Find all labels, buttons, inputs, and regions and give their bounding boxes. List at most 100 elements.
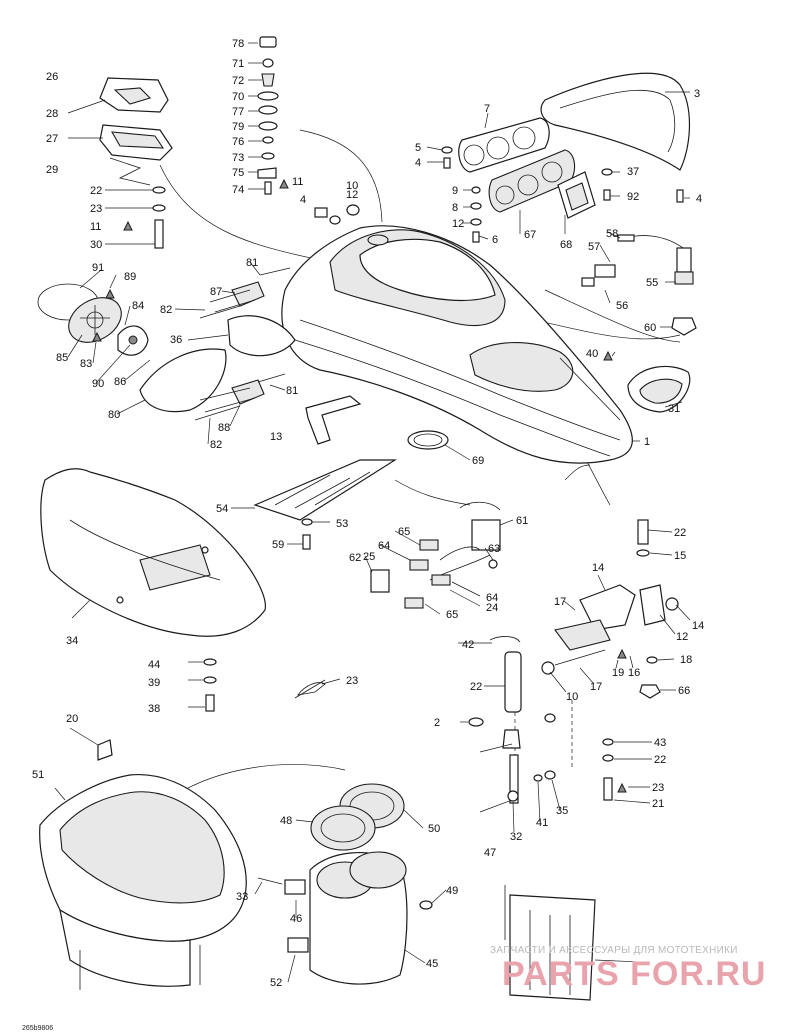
callout-3: 3 (694, 88, 700, 100)
bolt-81a (259, 267, 291, 276)
callout-70: 70 (232, 91, 244, 103)
tool-kit-52 (504, 885, 596, 1001)
curve-cap-to-hull (299, 129, 383, 223)
panel-38 (40, 468, 266, 637)
bolt-24 (637, 519, 649, 545)
mirror-80 (139, 348, 227, 413)
callout-76: 76 (232, 136, 244, 148)
hull-line-1 (299, 319, 621, 441)
part-72 (261, 73, 275, 87)
hull-filler-hole (367, 234, 389, 246)
cap-stack (257, 36, 289, 195)
curve-gauge-to-housing (544, 289, 681, 343)
callout-23: 23 (346, 675, 358, 687)
leader-lines (54, 42, 691, 983)
rod-16 (554, 649, 606, 666)
part-76 (262, 136, 274, 144)
watermark-brand: PARTS FOR.RU (502, 955, 766, 993)
callout-22: 22 (90, 185, 102, 197)
callout-23: 23 (652, 782, 664, 794)
connector-63 (370, 569, 390, 593)
callout-44: 44 (148, 659, 160, 671)
callout-39: 39 (148, 677, 160, 689)
callout-65: 65 (398, 526, 410, 538)
connector-56 (594, 264, 616, 278)
arm-14b (639, 584, 666, 626)
callout-13: 13 (270, 431, 282, 443)
callout-34: 34 (66, 635, 78, 647)
callout-69: 69 (472, 455, 484, 467)
callout-45: 45 (426, 958, 438, 970)
callout-19: 19 (612, 667, 624, 679)
hull-footwell-cover (469, 342, 574, 392)
callout-2: 2 (434, 717, 440, 729)
callout-52: 52 (270, 977, 282, 989)
callout-63: 63 (488, 543, 500, 555)
callout-57: 57 (588, 241, 600, 253)
hull-windshield-area (359, 238, 496, 302)
clip-2 (294, 679, 326, 699)
callout-46: 46 (290, 913, 302, 925)
callout-65: 65 (446, 609, 458, 621)
callout-17: 17 (590, 681, 602, 693)
callout-4: 4 (696, 193, 702, 205)
lock-assembly (99, 77, 173, 249)
callout-49: 49 (446, 885, 458, 897)
bolt-81b (257, 373, 286, 383)
drop-11b (279, 178, 289, 189)
part-78 (259, 36, 277, 48)
part-73 (261, 152, 275, 160)
callout-6: 6 (492, 234, 498, 246)
bolt-30 (154, 219, 164, 249)
callout-80: 80 (108, 409, 120, 421)
bracket-group (194, 267, 296, 421)
callout-14: 14 (592, 562, 604, 574)
bezel-7 (458, 117, 550, 173)
callout-10: 10 (566, 691, 578, 703)
callout-74: 74 (232, 184, 244, 196)
callout-11: 11 (292, 176, 303, 188)
part-70 (257, 91, 279, 101)
curve-bracket-to-wiring (394, 479, 471, 506)
vent-31 (603, 350, 691, 413)
callout-51: 51 (32, 769, 44, 781)
callout-68: 68 (560, 239, 572, 251)
callout-5: 5 (415, 142, 421, 154)
washer-33 (419, 900, 433, 910)
steering-group (541, 519, 679, 801)
callout-22: 22 (674, 527, 686, 539)
callout-25: 25 (363, 551, 375, 563)
washer-23 (152, 204, 166, 212)
part-79 (258, 121, 278, 131)
callout-73: 73 (232, 152, 244, 164)
callout-43: 43 (654, 737, 666, 749)
callout-72: 72 (232, 75, 244, 87)
curve-lower (564, 464, 591, 481)
callout-29: 29 (46, 164, 58, 176)
callout-24: 24 (486, 602, 498, 614)
callout-56: 56 (616, 300, 628, 312)
callout-40: 40 (586, 348, 598, 360)
callout-88: 88 (218, 422, 230, 434)
callout-35: 35 (556, 805, 568, 817)
callout-47: 47 (484, 847, 496, 859)
callout-81: 81 (286, 385, 298, 397)
knob-51 (97, 739, 113, 761)
callout-7: 7 (484, 103, 490, 115)
callout-64: 64 (378, 540, 390, 552)
callout-14: 14 (692, 620, 704, 632)
callout-36: 36 (170, 334, 182, 346)
callout-84: 84 (132, 300, 144, 312)
lock-spring (109, 157, 151, 186)
grommet-69 (407, 430, 449, 450)
part-77 (258, 105, 278, 115)
callout-86: 86 (114, 376, 126, 388)
callout-50: 50 (428, 823, 440, 835)
callout-30: 30 (90, 239, 102, 251)
callout-18: 18 (680, 654, 692, 666)
callout-53: 53 (336, 518, 348, 530)
bracket-88 (231, 379, 265, 405)
plate-49a (284, 879, 306, 895)
bracket-54 (253, 459, 398, 550)
